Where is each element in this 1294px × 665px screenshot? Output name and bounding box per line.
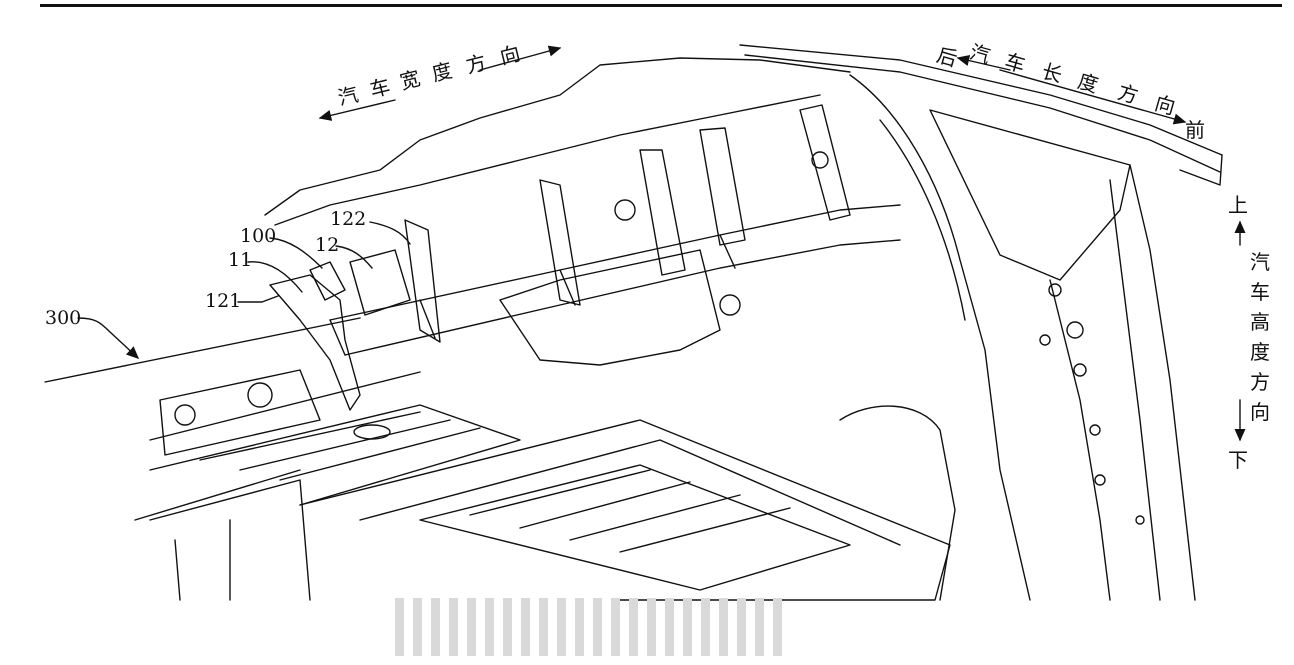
panel-hole	[1094, 474, 1106, 486]
d-pillar-outer	[1129, 164, 1196, 601]
length-arrow-front	[999, 69, 1187, 125]
upper-panel-inner	[274, 94, 821, 226]
leader-300	[77, 317, 140, 359]
height-dir-char: 方	[1250, 370, 1270, 394]
ref-label-121: 121	[205, 290, 242, 312]
quarter-window-opening	[929, 109, 1131, 281]
floor-ribs	[469, 469, 791, 553]
panel-hole	[1073, 363, 1087, 377]
roof-rail	[739, 44, 1223, 156]
leader-100	[269, 237, 323, 269]
leader-122	[369, 221, 411, 245]
panel-hole	[1089, 424, 1101, 436]
ref-label-100: 100	[240, 225, 277, 247]
height-dir-top: 上	[1228, 193, 1248, 217]
rear-cross-beam-bottom	[344, 239, 901, 356]
left-sill-panel	[159, 369, 321, 456]
floor-hole	[353, 424, 391, 440]
bracket-cluster-11	[269, 274, 361, 411]
height-dir-char: 车	[1250, 280, 1270, 304]
left-floor-ribs	[199, 411, 481, 481]
sill-line	[149, 371, 421, 441]
panel-hole	[811, 151, 829, 169]
panel-hole	[1048, 283, 1062, 297]
length-dir-front: 前	[1185, 118, 1205, 142]
left-floor-panel	[149, 404, 521, 506]
panel-hole	[1066, 321, 1084, 339]
panel-hole	[1039, 334, 1051, 346]
bracket-5	[799, 104, 851, 221]
panel-hole	[719, 294, 741, 316]
rear-cross-beam-top	[329, 204, 901, 321]
height-dir-char: 汽	[1250, 250, 1270, 274]
left-lower-structure	[149, 479, 311, 601]
width-arrow-left	[318, 99, 396, 121]
leader-121	[237, 295, 279, 303]
quarter-panel-line	[1049, 279, 1111, 601]
floor-rib-1	[419, 464, 851, 591]
ref-label-12: 12	[315, 234, 340, 256]
lower-sill-line	[134, 469, 301, 521]
bracket-2	[539, 179, 581, 306]
wheelhouse-inner	[879, 119, 966, 321]
height-dir-char: 度	[1250, 340, 1270, 364]
leader-11	[247, 261, 303, 293]
side-rail-line	[44, 317, 361, 383]
wheel-arch-liner	[839, 405, 956, 601]
bracket-100	[309, 261, 346, 301]
height-dir-bottom: 下	[1228, 448, 1248, 472]
panel-hole	[247, 382, 273, 408]
width-arrow-right	[479, 45, 562, 71]
bracket-1	[404, 219, 441, 343]
panel-hole	[614, 199, 636, 221]
bracket-3	[639, 149, 686, 276]
d-pillar-inner	[1109, 179, 1161, 601]
wheelhouse-outer	[849, 74, 1031, 601]
floor-pan-outline	[299, 419, 951, 601]
ref-label-122: 122	[330, 208, 367, 230]
height-dir-char: 高	[1250, 310, 1270, 334]
upper-panel-edge	[264, 57, 851, 216]
roof-rail-end	[1179, 154, 1223, 186]
floor-pan-inner	[359, 439, 901, 546]
height-dir-char: 向	[1250, 400, 1270, 424]
watermark	[395, 598, 815, 656]
panel-hole	[174, 404, 196, 426]
ref-label-300: 300	[45, 307, 82, 329]
length-arrow-rear	[956, 55, 1011, 71]
bracket-12	[349, 249, 411, 316]
seat-back-panel	[499, 249, 721, 366]
ref-label-11: 11	[228, 249, 253, 271]
top-rule	[40, 4, 1282, 7]
roof-rail-inner	[744, 54, 1221, 173]
leader-12	[335, 245, 373, 269]
bracket-4	[699, 127, 746, 246]
panel-hole	[1135, 515, 1145, 525]
cross-beam-segments	[329, 234, 736, 356]
